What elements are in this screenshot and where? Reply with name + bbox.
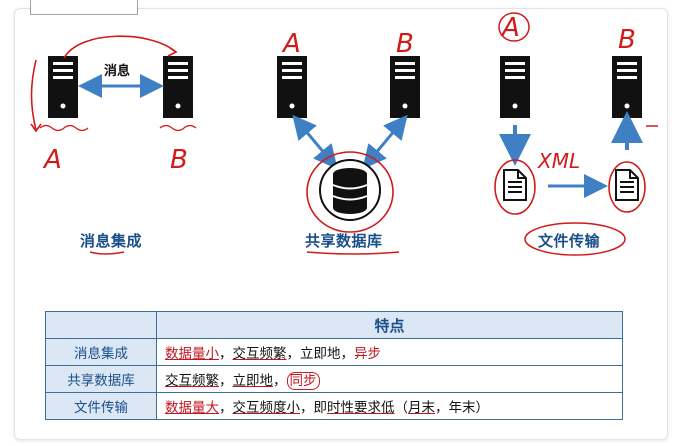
document-icon-a — [503, 169, 527, 201]
server-a-icon-3 — [500, 56, 530, 118]
server-a-icon — [48, 56, 78, 118]
handwritten-a3: A — [500, 13, 520, 43]
table-corner-cell — [45, 311, 157, 339]
handwritten-arc — [63, 35, 177, 59]
db-arrow-a — [292, 114, 338, 170]
server-b-icon-3 — [612, 56, 642, 118]
caption-shared-database: 共享数据库 — [305, 232, 383, 250]
row-description: 数据量大，交互频度小，即时性要求低（月末，年末） — [156, 392, 623, 420]
handwritten-down-arrow — [30, 59, 37, 131]
caption-file-transfer: 文件传输 — [538, 232, 601, 250]
handwritten-a1: A — [42, 145, 62, 175]
table-row: 共享数据库 交互频繁，立即地，同步 — [45, 365, 623, 393]
server-b-icon — [163, 56, 193, 118]
caption-message-integration: 消息集成 — [80, 232, 143, 250]
db-arrow-b — [362, 114, 408, 170]
handwritten-a2: A — [281, 29, 301, 59]
handwritten-xml: XML — [537, 149, 580, 173]
handwritten-b2: B — [396, 29, 414, 59]
top-tab-marker — [30, 0, 138, 15]
server-a-icon-2 — [277, 56, 307, 118]
table-header-row: 特点 — [45, 311, 623, 339]
server-b-icon-2 — [390, 56, 420, 118]
handwritten-db-circle — [306, 151, 394, 233]
document-icon-b — [615, 169, 639, 201]
row-name: 共享数据库 — [45, 365, 157, 393]
table-row: 消息集成 数据量小，交互频繁，立即地，异步 — [45, 338, 623, 366]
row-description: 交互频繁，立即地，同步 — [156, 365, 623, 393]
table-row: 文件传输 数据量大，交互频度小，即时性要求低（月末，年末） — [45, 392, 623, 420]
table-header-feature: 特点 — [156, 311, 623, 339]
features-table: 特点 消息集成 数据量小，交互频繁，立即地，异步 共享数据库 交互频繁，立即地，… — [45, 311, 623, 420]
handwritten-b1: B — [170, 145, 188, 175]
row-description: 数据量小，交互频繁，立即地，异步 — [156, 338, 623, 366]
handwritten-b3: B — [618, 25, 636, 55]
row-name: 文件传输 — [45, 392, 157, 420]
database-icon — [319, 159, 381, 221]
row-name: 消息集成 — [45, 338, 157, 366]
message-label: 消息 — [104, 64, 131, 79]
